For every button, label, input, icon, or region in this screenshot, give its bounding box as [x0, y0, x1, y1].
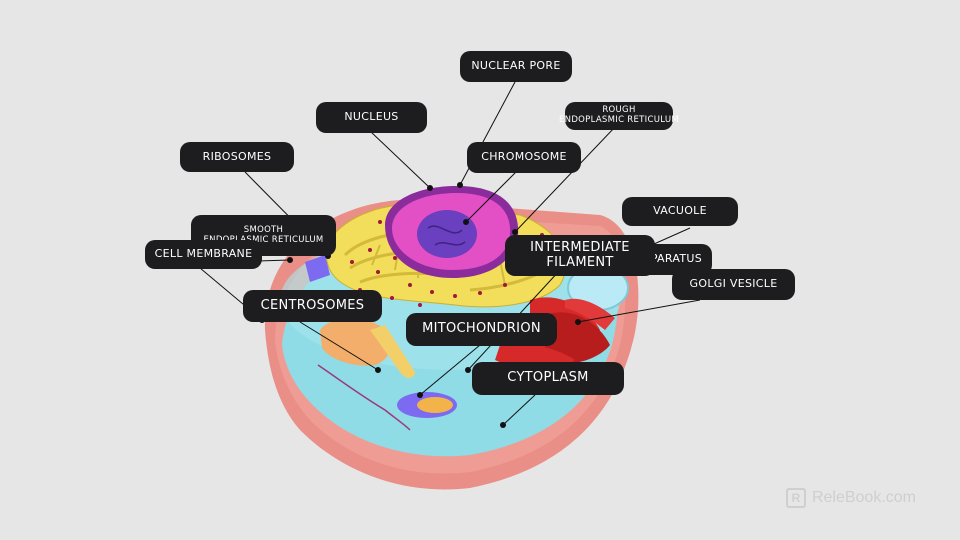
label-ribosomes: RIBOSOMES — [180, 142, 294, 172]
watermark-text: ReleBook.com — [811, 489, 916, 506]
filament-line — [317, 364, 411, 431]
label-chromosome: CHROMOSOME — [467, 142, 581, 173]
label-vacuole: VACUOLE — [622, 197, 738, 226]
mitochondrion-shape — [397, 392, 457, 418]
label-cytoplasm: CYTOPLASM — [472, 362, 624, 395]
label-golgi-vesicle: GOLGI VESICLE — [672, 269, 795, 300]
watermark: R ReleBook.com — [785, 488, 916, 508]
label-centrosomes: CENTROSOMES — [243, 290, 382, 322]
label-nucleus: NUCLEUS — [316, 102, 427, 133]
label-cell-membrane: CELL MEMBRANE — [145, 240, 262, 269]
label-nuclear-pore: NUCLEAR PORE — [460, 51, 572, 82]
relebook-logo-icon: R — [785, 488, 806, 508]
label-mitochondrion: MITOCHONDRION — [406, 313, 557, 346]
nucleus-body — [385, 185, 519, 278]
